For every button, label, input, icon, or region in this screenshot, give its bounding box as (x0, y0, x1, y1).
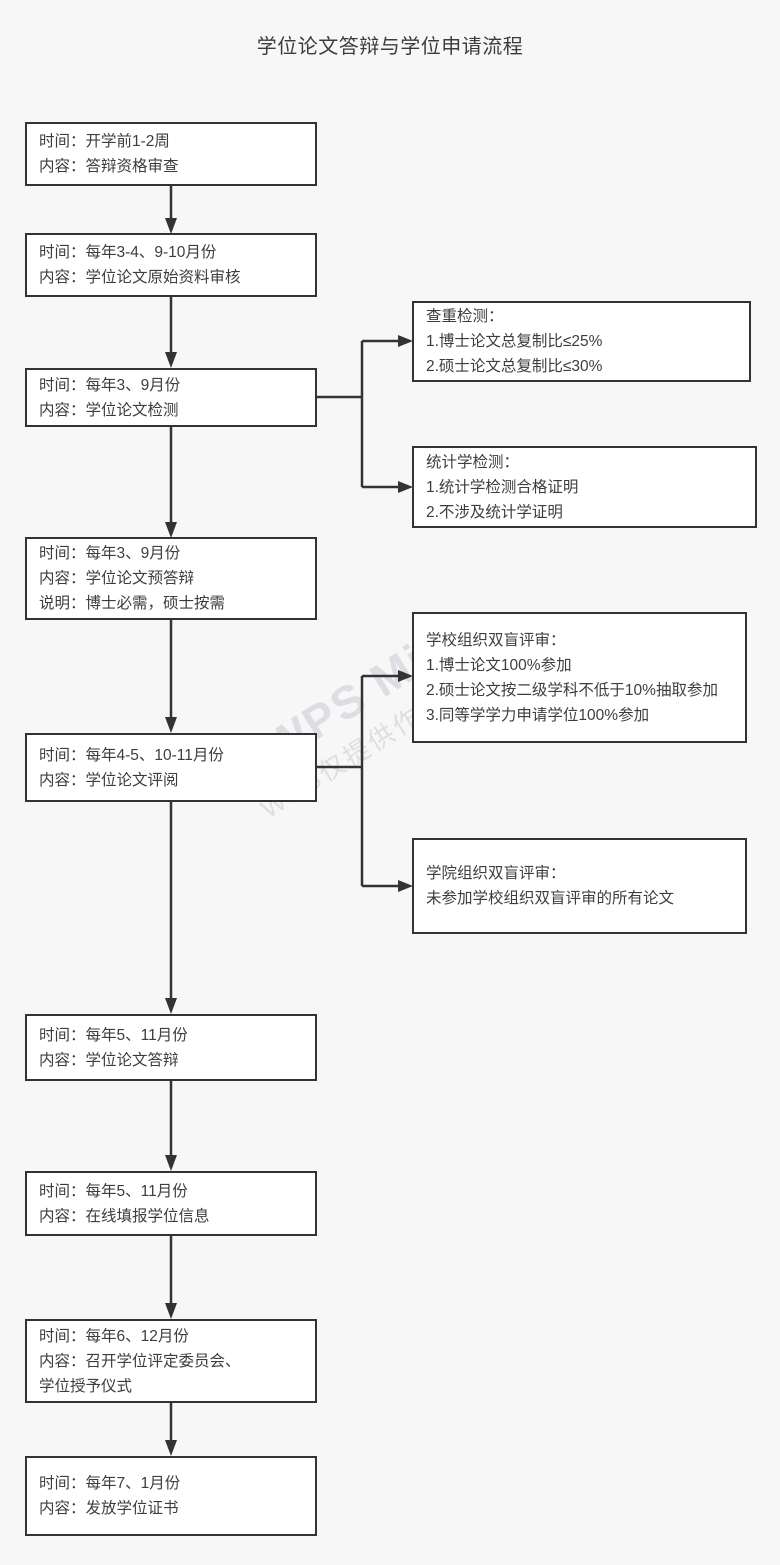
node-step5-line2: 内容：学位论文评阅 (39, 771, 179, 789)
node-branch-plagiarism-line2: 1.博士论文总复制比≤25% (426, 333, 603, 350)
arrowhead-step7 (165, 1155, 177, 1171)
node-branch-college-review-line2: 未参加学校组织双盲评审的所有论文 (426, 890, 675, 907)
node-step9[interactable]: 时间：每年7、1月份 内容：发放学位证书 (25, 1456, 317, 1536)
node-step7-line1: 时间：每年5、11月份 (39, 1182, 188, 1200)
node-branch-college-review[interactable]: 学院组织双盲评审： 未参加学校组织双盲评审的所有论文 (412, 838, 747, 934)
node-branch-school-review-line1: 学校组织双盲评审： (426, 631, 566, 649)
node-step5[interactable]: 时间：每年4-5、10-11月份 内容：学位论文评阅 (25, 733, 317, 802)
arrowhead-step9 (165, 1440, 177, 1456)
arrowhead-college-review (398, 880, 413, 892)
arrowhead-step3 (165, 352, 177, 368)
node-step6-line1: 时间：每年5、11月份 (39, 1026, 188, 1044)
node-step4-line1: 时间：每年3、9月份 (39, 545, 181, 562)
node-step8-line2: 内容：召开学位评定委员会、 (39, 1352, 241, 1370)
node-step1-line2: 内容：答辩资格审查 (39, 158, 179, 175)
node-step1[interactable]: 时间：开学前1-2周 内容：答辩资格审查 (25, 122, 317, 186)
arrowhead-statistics (398, 481, 413, 493)
node-step9-line2: 内容：发放学位证书 (39, 1500, 179, 1517)
node-step9-line1: 时间：每年7、1月份 (39, 1475, 181, 1492)
node-step1-line1: 时间：开学前1-2周 (39, 133, 170, 150)
node-step4[interactable]: 时间：每年3、9月份 内容：学位论文预答辩 说明：博士必需，硕士按需 (25, 537, 317, 620)
node-branch-plagiarism-line1: 查重检测： (426, 308, 504, 325)
node-step5-line1: 时间：每年4-5、10-11月份 (39, 746, 224, 764)
node-step3-line2: 内容：学位论文检测 (39, 401, 179, 419)
node-branch-college-review-line1: 学院组织双盲评审： (426, 865, 566, 882)
node-step2-line2: 内容：学位论文原始资料审核 (39, 269, 241, 286)
node-branch-statistics[interactable]: 统计学检测： 1.统计学检测合格证明 2.不涉及统计学证明 (412, 446, 757, 528)
node-step8-line1: 时间：每年6、12月份 (39, 1327, 189, 1345)
arrowhead-step5 (165, 717, 177, 733)
node-step4-line2: 内容：学位论文预答辩 (39, 570, 195, 587)
arrowhead-school-review (398, 670, 413, 682)
node-branch-plagiarism-line3: 2.硕士论文总复制比≤30% (426, 358, 603, 375)
node-step7-line2: 内容：在线填报学位信息 (39, 1207, 210, 1225)
node-branch-school-review[interactable]: 学校组织双盲评审： 1.博士论文100%参加 2.硕士论文按二级学科不低于10%… (412, 612, 747, 743)
node-step6[interactable]: 时间：每年5、11月份 内容：学位论文答辩 (25, 1014, 317, 1081)
node-branch-school-review-line3: 2.硕士论文按二级学科不低于10%抽取参加 (426, 681, 718, 699)
node-branch-plagiarism[interactable]: 查重检测： 1.博士论文总复制比≤25% 2.硕士论文总复制比≤30% (412, 301, 751, 382)
node-step8-line3: 学位授予仪式 (39, 1377, 133, 1395)
arrowhead-step2 (165, 218, 177, 234)
node-branch-statistics-line1: 统计学检测： (426, 453, 520, 471)
node-step8[interactable]: 时间：每年6、12月份 内容：召开学位评定委员会、 学位授予仪式 (25, 1319, 317, 1403)
node-step2-line1: 时间：每年3-4、9-10月份 (39, 244, 217, 261)
node-step7[interactable]: 时间：每年5、11月份 内容：在线填报学位信息 (25, 1171, 317, 1236)
page-title: 学位论文答辩与学位申请流程 (256, 36, 524, 58)
node-branch-school-review-line2: 1.博士论文100%参加 (426, 656, 572, 674)
node-step4-line3: 说明：博士必需，硕士按需 (39, 595, 226, 612)
node-branch-statistics-line2: 1.统计学检测合格证明 (426, 478, 579, 496)
arrowhead-step6 (165, 998, 177, 1014)
node-step3-line1: 时间：每年3、9月份 (39, 376, 181, 394)
node-step6-line2: 内容：学位论文答辩 (39, 1051, 179, 1069)
arrowhead-step4 (165, 522, 177, 538)
node-step2[interactable]: 时间：每年3-4、9-10月份 内容：学位论文原始资料审核 (25, 233, 317, 297)
arrowhead-step8 (165, 1303, 177, 1319)
arrowhead-plagiarism (398, 335, 413, 347)
node-branch-statistics-line3: 2.不涉及统计学证明 (426, 503, 563, 521)
node-branch-school-review-line4: 3.同等学学力申请学位100%参加 (426, 706, 650, 724)
node-step3[interactable]: 时间：每年3、9月份 内容：学位论文检测 (25, 368, 317, 427)
